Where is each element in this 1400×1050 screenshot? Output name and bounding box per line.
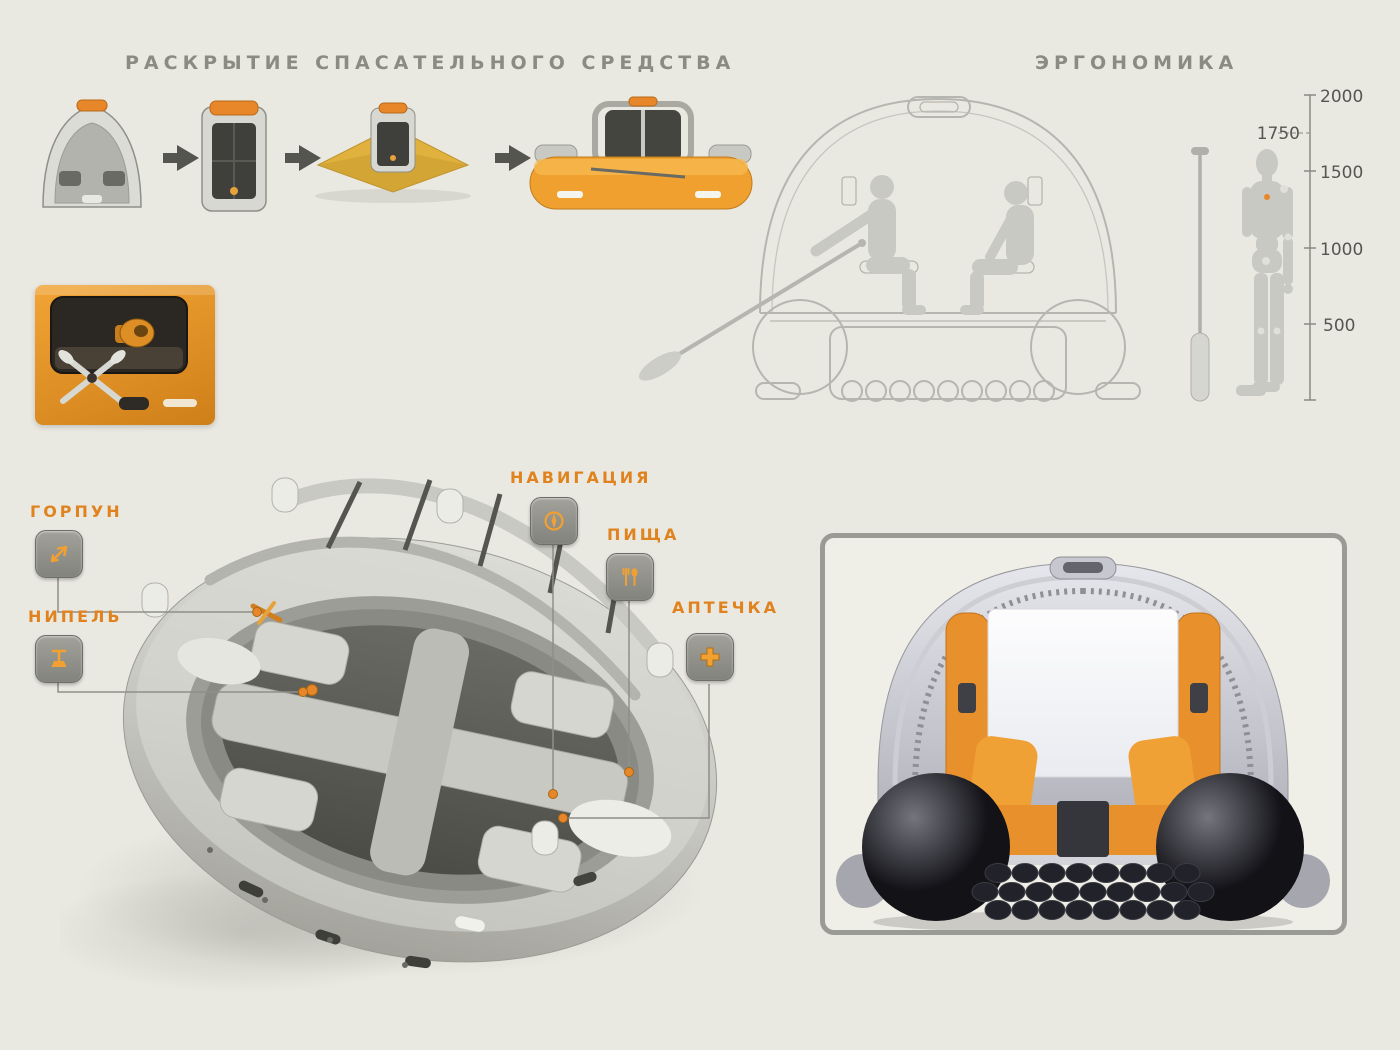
front-view-panel (820, 533, 1347, 935)
scale-label-1500: 1500 (1320, 163, 1363, 183)
deployment-stage-1 (42, 99, 142, 208)
hull-handles (207, 847, 597, 969)
medical-cross-icon (700, 647, 720, 667)
navigation-callout-label: НАВИГАЦИЯ (510, 468, 652, 487)
valve-badge (35, 635, 83, 683)
ergonomics-diagram: 2000 1750 1500 1000 500 (638, 87, 1363, 402)
capsule-section-drawing (752, 96, 1141, 402)
arrow-right-icon (495, 145, 531, 171)
cutlery-icon (622, 568, 638, 586)
harpoon-callout-label: ГОРПУН (30, 502, 123, 521)
first-aid-callout-label: АПТЕЧКА (672, 598, 780, 617)
scale-label-500: 500 (1323, 316, 1355, 336)
oar-drawing (638, 239, 866, 381)
arrow-right-icon (285, 145, 321, 171)
harpoon-badge (35, 530, 83, 578)
valve-callout-label: НИПЕЛЬ (28, 607, 123, 626)
liferaft-isometric-render (60, 477, 718, 994)
crossed-paddles (58, 350, 126, 404)
scale-label-1000: 1000 (1320, 240, 1363, 260)
height-scale: 2000 1750 1500 1000 500 (1257, 87, 1363, 401)
ergonomics-title: ЭРГОНОМИКА (1035, 52, 1239, 74)
valve-detail-photo (35, 285, 215, 425)
food-badge (606, 553, 654, 601)
harpoon-icon (50, 545, 68, 563)
front-view-render (836, 556, 1330, 930)
left-pontoon (862, 773, 1010, 921)
deployment-sequence (42, 96, 753, 212)
deployment-stage-4 (529, 96, 753, 210)
standing-mannequin (1236, 149, 1293, 396)
valve-point (306, 684, 318, 696)
arrow-right-icon (163, 145, 199, 171)
seated-figures (810, 175, 1034, 315)
paddle-drawing (1190, 147, 1210, 402)
valve-detail-render (35, 285, 215, 410)
raft-hull (122, 537, 718, 963)
pump-icon (51, 649, 67, 667)
deployment-stage-2 (201, 100, 267, 212)
scale-label-2000: 2000 (1320, 87, 1363, 107)
food-callout-label: ПИЩА (607, 525, 680, 544)
orange-interior (945, 608, 1221, 857)
scale-label-1750: 1750 (1257, 124, 1300, 144)
deployment-stage-3 (315, 102, 471, 203)
ballast-pills (971, 863, 1215, 920)
first-aid-badge (686, 633, 734, 681)
compass-icon (544, 511, 564, 531)
deployment-title: РАСКРЫТИЕ СПАСАТЕЛЬНОГО СРЕДСТВА (125, 52, 736, 74)
navigation-badge (530, 497, 578, 545)
